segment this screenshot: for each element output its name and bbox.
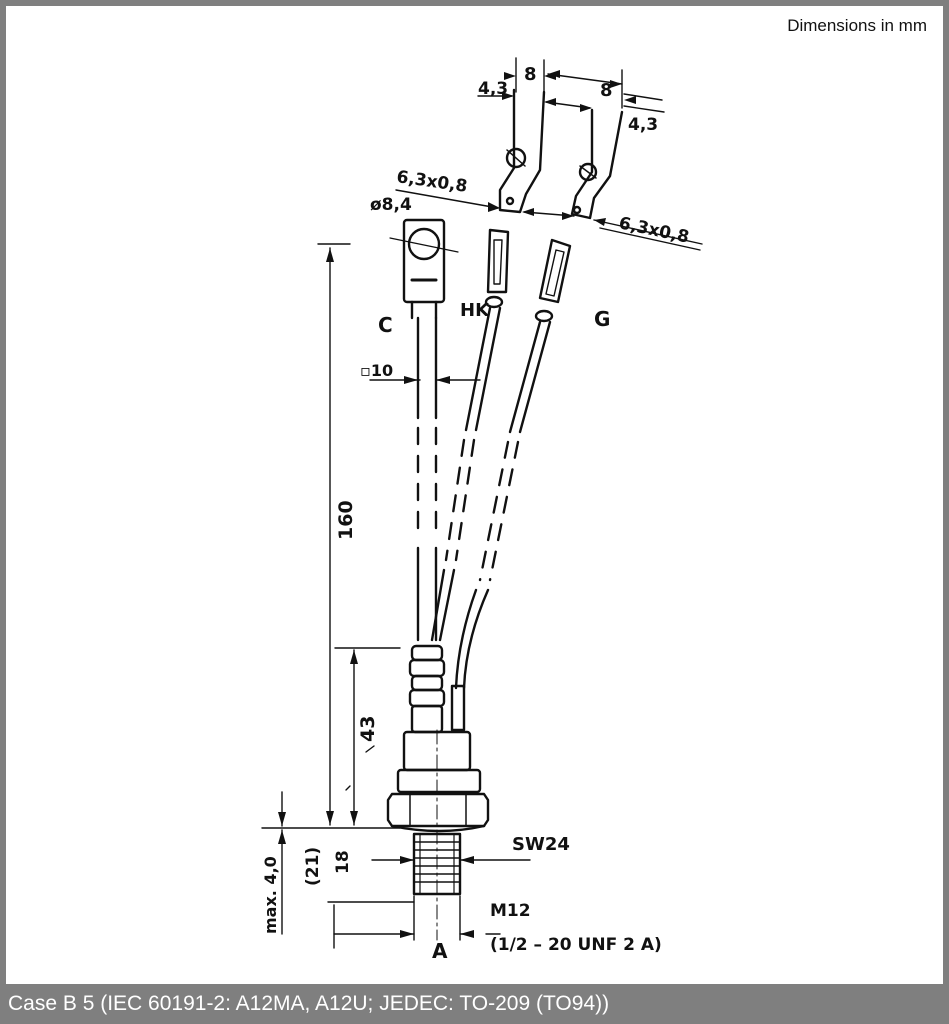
dim-lead-square: ▫10 bbox=[360, 361, 393, 380]
body-dimension-lines bbox=[261, 243, 531, 949]
tab-terminal-detail bbox=[498, 88, 624, 220]
cathode-lug bbox=[402, 218, 446, 320]
gate-lead bbox=[454, 320, 552, 690]
dimension-arrowheads bbox=[278, 70, 636, 938]
cathode-lead bbox=[416, 316, 438, 642]
dim-thread-unf: (1/2 – 20 UNF 2 A) bbox=[490, 935, 662, 955]
right-tab-hole bbox=[578, 162, 598, 182]
label-gate: G bbox=[594, 307, 610, 331]
dim-tab-pitch-2: 8 bbox=[600, 80, 613, 101]
dim-hex-size: SW24 bbox=[512, 834, 570, 855]
hex-flange bbox=[386, 792, 490, 828]
lug-hole bbox=[407, 227, 441, 261]
gate-receptacle bbox=[534, 238, 572, 323]
dim-base-height: 43 bbox=[357, 716, 379, 742]
thyristor-outline-drawing: 4,3 8 8 4,3 6,3x0,8 6,3x0,8 ø8,4 C HK G … bbox=[261, 57, 703, 963]
dim-tab-pitch-1: 8 bbox=[524, 64, 537, 85]
label-aux-cathode: HK bbox=[460, 300, 490, 321]
left-tab-outline bbox=[498, 88, 546, 214]
aux-cathode-lead bbox=[430, 306, 502, 642]
dim-tab-size-right: 6,3x0,8 bbox=[617, 213, 691, 247]
dim-tab-width-left: 4,3 bbox=[478, 79, 508, 99]
figure-caption: Case B 5 (IEC 60191-2: A12MA, A12U; JEDE… bbox=[0, 984, 949, 1024]
units-note: Dimensions in mm bbox=[787, 16, 927, 35]
dim-lug-hole: ø8,4 bbox=[370, 195, 412, 215]
hk-receptacle bbox=[484, 228, 510, 309]
label-cathode: C bbox=[378, 313, 393, 337]
tab-dimension-lines bbox=[395, 57, 703, 251]
dim-tab-width-right: 4,3 bbox=[628, 115, 658, 135]
gate-sleeve bbox=[450, 684, 466, 732]
dim-flange-height: 18 bbox=[333, 850, 353, 874]
dim-overall-length: 160 bbox=[335, 500, 357, 540]
right-tab-outline bbox=[570, 108, 624, 220]
dim-max-offset: max. 4,0 bbox=[261, 856, 280, 934]
dim-thread-ref: (21) bbox=[303, 847, 323, 886]
dim-thread: M12 bbox=[490, 901, 531, 921]
left-tab-hole bbox=[505, 147, 527, 169]
label-anode: A bbox=[432, 939, 448, 963]
